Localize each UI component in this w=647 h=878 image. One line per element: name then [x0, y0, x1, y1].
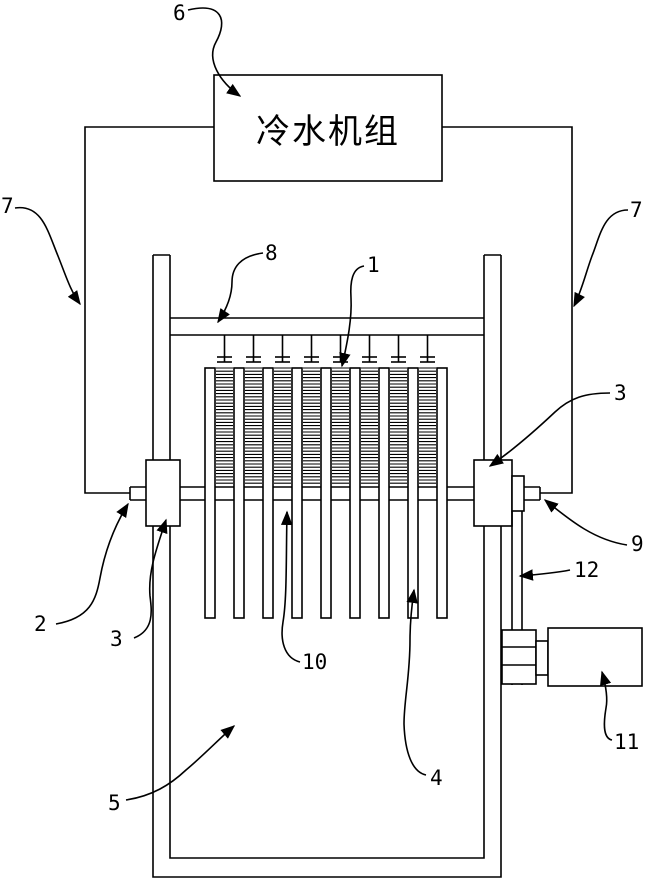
callout-3-left: 3	[110, 627, 123, 651]
leader-12	[518, 569, 571, 581]
callout-10: 10	[302, 650, 328, 674]
bearing-seat-right	[473, 459, 513, 527]
coolant-pipe-left	[84, 126, 214, 494]
leader-3-right	[488, 392, 611, 467]
plate	[349, 367, 361, 619]
callout-6: 6	[173, 1, 186, 25]
coolant-pipe-right	[442, 126, 573, 494]
chiller-unit-box	[213, 74, 443, 182]
leader-5	[125, 725, 236, 801]
plate	[262, 367, 274, 619]
callout-12: 12	[574, 558, 600, 582]
callout-4: 4	[430, 766, 443, 790]
plate	[204, 367, 216, 619]
plate	[407, 367, 419, 619]
plate	[378, 367, 390, 619]
leader-9	[543, 499, 628, 546]
plate	[291, 367, 303, 619]
plate	[320, 367, 332, 619]
motor-neck	[535, 640, 549, 676]
leader-10	[280, 510, 301, 663]
plate-group	[204, 335, 448, 619]
callout-9: 9	[631, 532, 644, 556]
callout-7-left: 7	[1, 194, 14, 218]
leader-2	[55, 502, 129, 625]
leader-8	[217, 252, 264, 324]
leader-7-left	[14, 206, 81, 306]
leader-4	[403, 588, 427, 776]
callout-8: 8	[265, 241, 278, 265]
leader-11	[600, 670, 613, 741]
leader-6	[187, 7, 242, 97]
callout-3-right: 3	[614, 381, 627, 405]
callout-2: 2	[34, 612, 47, 636]
plate	[436, 367, 448, 619]
leader-1	[339, 265, 365, 368]
callout-5: 5	[108, 791, 121, 815]
callout-7-right: 7	[630, 198, 643, 222]
motor-body	[547, 627, 643, 687]
callout-11: 11	[614, 730, 640, 754]
bearing-seat-left	[145, 459, 181, 527]
tank-inner-wall	[169, 335, 485, 859]
callout-1: 1	[367, 253, 380, 277]
motor-coupling	[501, 629, 537, 685]
plate	[233, 367, 245, 619]
leader-3-left	[133, 518, 168, 639]
chiller-unit-label: 冷水机组	[256, 111, 400, 152]
shaft-pulley	[511, 475, 525, 512]
leader-7-right	[573, 209, 629, 308]
